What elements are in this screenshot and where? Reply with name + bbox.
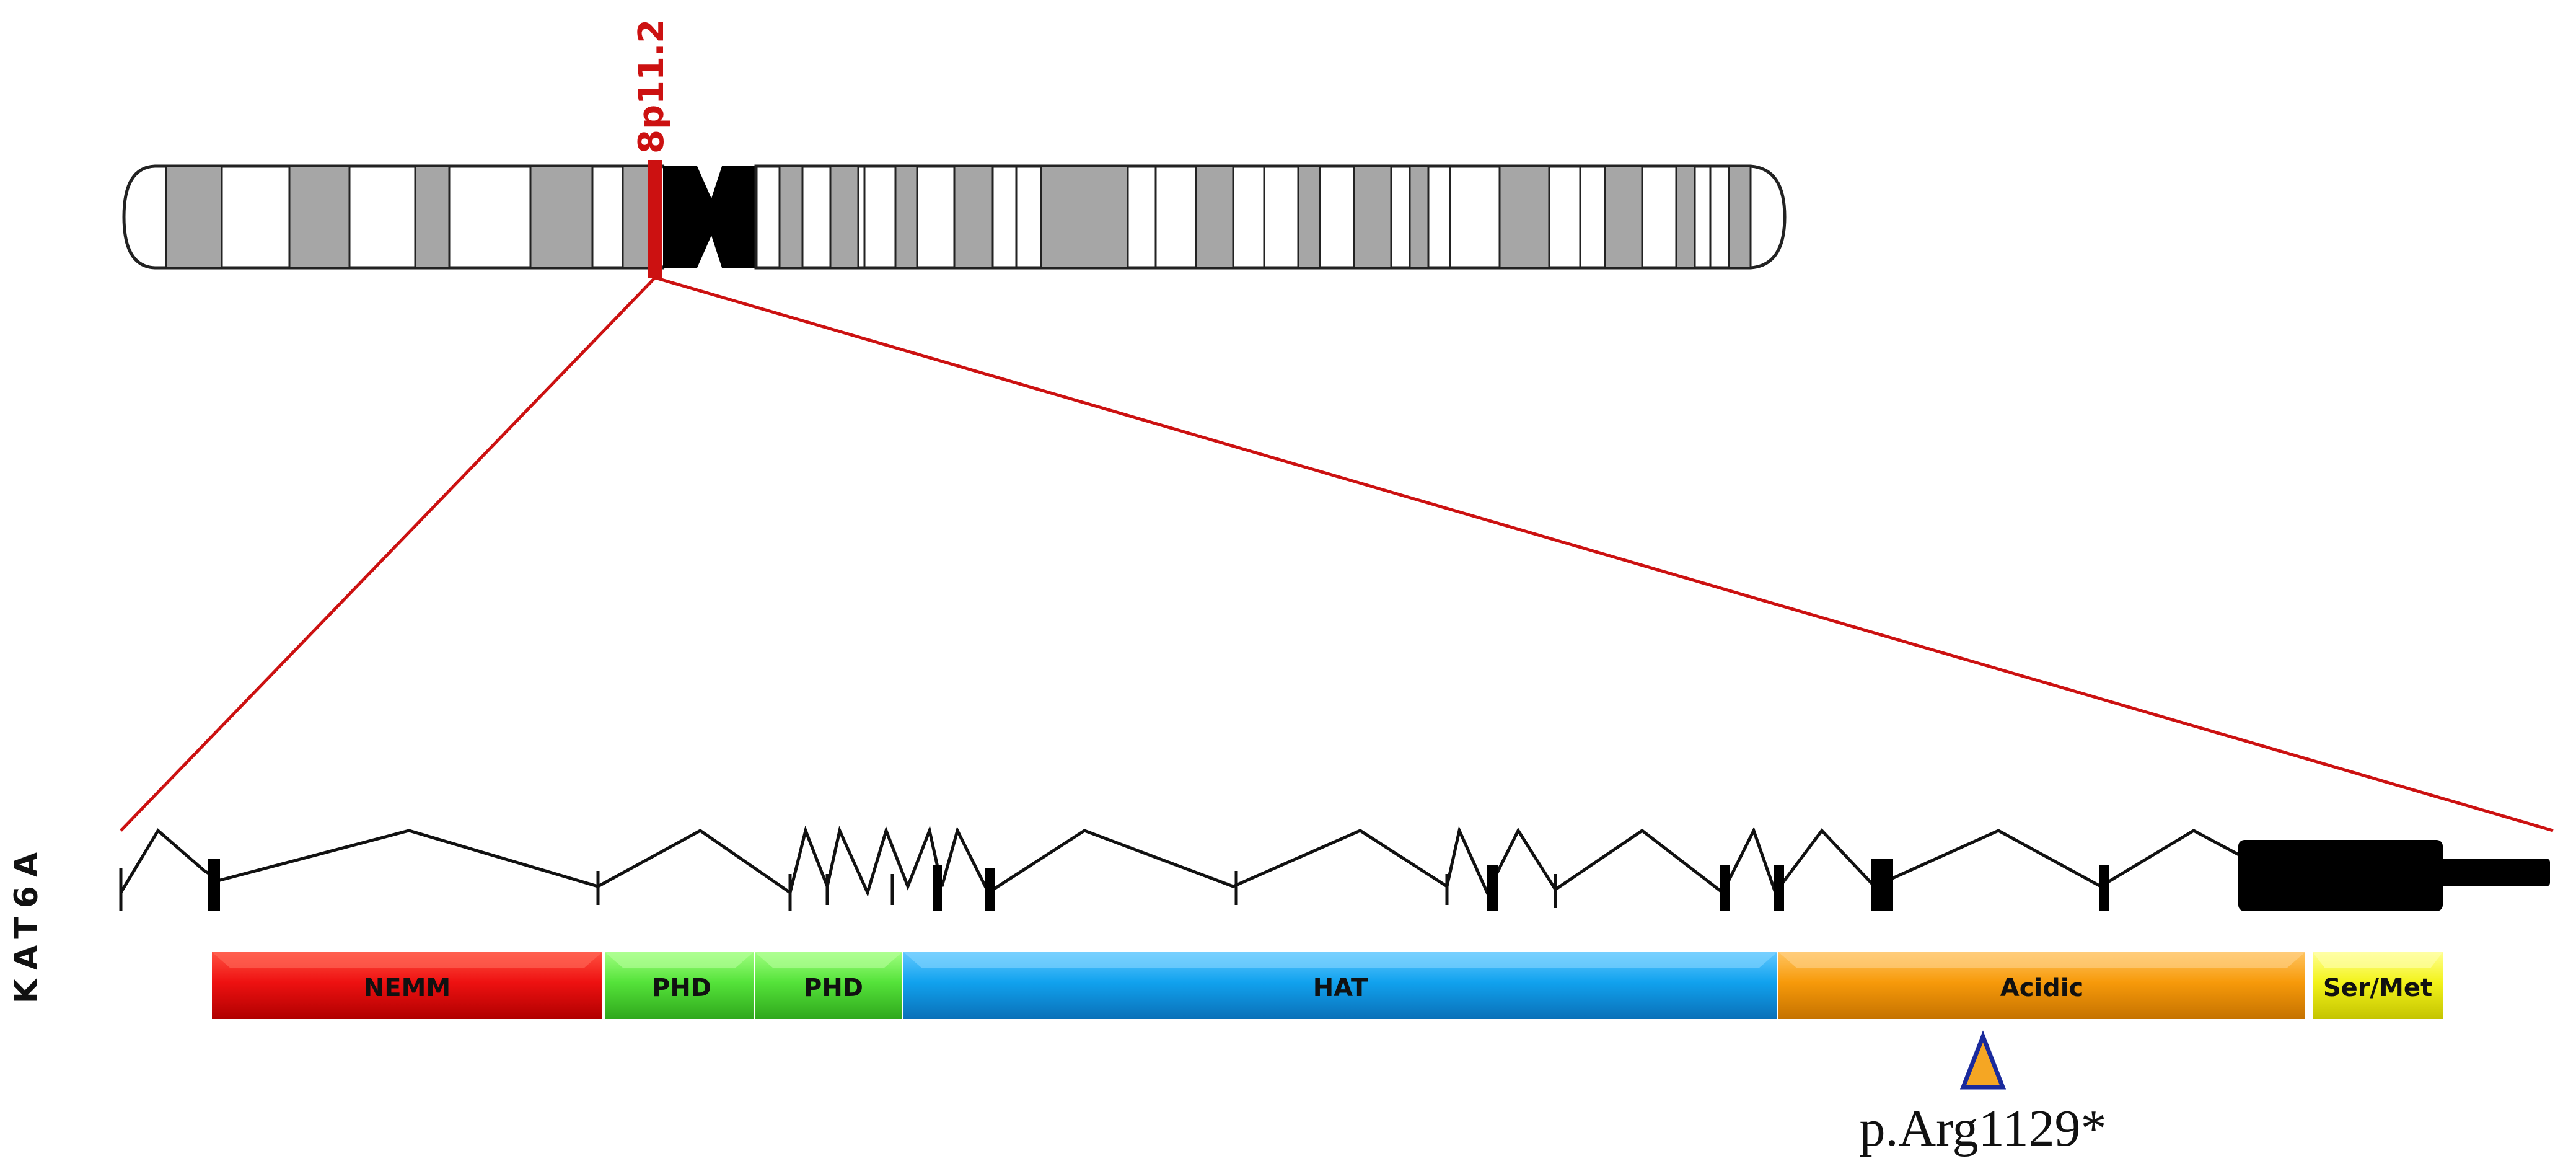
domain-phd-1: PHD [605, 952, 754, 1019]
gene-structure [119, 825, 2550, 911]
domain-label-phd-2: PHD [804, 974, 863, 1002]
p-arm-band-dividers [221, 166, 594, 268]
domain-nemm: NEMM [212, 952, 602, 1019]
domain-phd-2: PHD [755, 952, 902, 1019]
domain-acidic: Acidic [1778, 952, 2305, 1019]
domain-hat: HAT [903, 952, 1777, 1019]
domain-label-acidic: Acidic [2000, 974, 2083, 1002]
q-arm-bands [778, 165, 1752, 269]
centromere [663, 166, 756, 268]
domain-label-ser-met: Ser/Met [2323, 974, 2432, 1002]
q-arm-band-dividers [863, 166, 1712, 268]
domain-label-hat: HAT [1313, 974, 1368, 1002]
mutation-marker-triangle [1959, 1030, 2007, 1090]
domain-label-phd-1: PHD [652, 974, 711, 1002]
domain-ser-met: Ser/Met [2313, 952, 2443, 1019]
chromosome-ideogram: 8p11.2 [122, 19, 1787, 278]
mutation-label: p.Arg1129* [1860, 1100, 2107, 1157]
mutation: p.Arg1129* [1860, 1030, 2107, 1157]
band-8p11-2-marker [648, 160, 662, 278]
exon-ticks [119, 868, 1557, 911]
gene-name: KAT6A [8, 844, 45, 1004]
band-label: 8p11.2 [631, 19, 672, 154]
protein-domains: NEMM PHD PHD HAT Acidic Ser/Met [212, 952, 2443, 1019]
exon-blocks [208, 840, 2550, 911]
intron-lines [119, 825, 2241, 898]
domain-label-nemm: NEMM [364, 974, 451, 1002]
zoom-lines [120, 276, 2554, 832]
